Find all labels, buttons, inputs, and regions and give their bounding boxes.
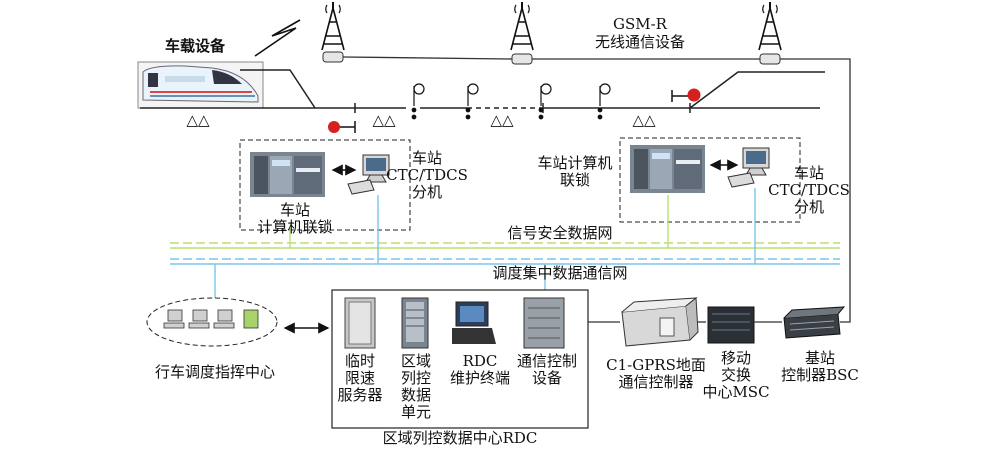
station-interlock-right-label: 车站计算机 联锁 <box>537 154 613 189</box>
c1-gprs-controller-icon <box>621 297 699 347</box>
trackside-transponders <box>411 83 611 120</box>
rdc-terminal-label: RDC 维护终端 <box>449 352 510 387</box>
area-control-unit-label: 区域 列控 数据 单元 <box>400 352 431 421</box>
dispatch-workstations <box>163 309 259 329</box>
interlock-cabinet-left <box>250 152 325 197</box>
red-signal-right <box>671 88 701 102</box>
gsmr-label: GSM-R <box>613 15 667 33</box>
dispatch-center-ellipse <box>146 297 278 347</box>
ctc-computer-right <box>727 147 770 188</box>
balise-1: △△ <box>186 111 210 129</box>
station-ctc-right-label: 车站 CTC/TDCS 分机 <box>768 164 850 216</box>
balise-3: △△ <box>490 111 514 129</box>
signal-safety-network-label: 信号安全数据网 <box>507 224 613 242</box>
station-box-left <box>239 139 411 231</box>
ctc-computer-left <box>347 154 390 195</box>
interlock-cabinet-right <box>630 145 705 193</box>
bsc-label: 基站 控制器BSC <box>781 349 859 384</box>
gsmr-device-label: 无线通信设备 <box>594 33 685 51</box>
comm-control-equipment-icon <box>523 297 565 349</box>
railway-track <box>140 69 825 113</box>
gsmr-backbone-line <box>342 56 851 323</box>
station-box-right <box>619 137 801 223</box>
bsc-icon <box>783 306 846 339</box>
dispatch-network-label: 调度集中数据通信网 <box>492 264 628 282</box>
msc-icon <box>707 306 755 344</box>
msc-label: 移动 交换 中心MSC <box>702 349 770 401</box>
rdc-terminal-icon <box>452 301 496 344</box>
area-control-unit-icon <box>401 297 429 349</box>
temp-speed-server-icon <box>344 297 376 349</box>
train-icon <box>137 61 264 109</box>
dispatch-data-network <box>170 188 840 298</box>
rdc-center-label: 区域列控数据中心RDC <box>382 429 538 447</box>
comm-control-label: 通信控制 设备 <box>516 352 577 387</box>
station-interlock-left-label: 车站 计算机联锁 <box>257 201 333 236</box>
station-ctc-left-label: 车站 CTC/TDCS 分机 <box>386 149 468 201</box>
vehicle-equipment-label: 车载设备 <box>164 37 225 55</box>
red-signal-left <box>328 121 356 133</box>
rdc-box <box>331 289 589 429</box>
temp-speed-server-label: 临时 限速 服务器 <box>337 352 383 404</box>
c1-gprs-label: C1-GPRS地面 通信控制器 <box>606 356 706 391</box>
dispatch-center-label: 行车调度指挥中心 <box>154 363 275 381</box>
radio-link-icon <box>254 19 301 57</box>
balise-4: △△ <box>632 111 656 129</box>
balise-2: △△ <box>372 111 396 129</box>
gsmr-tower-2 <box>510 2 534 65</box>
signal-safety-network <box>170 195 840 249</box>
gsmr-tower-3 <box>758 2 782 65</box>
gsmr-tower-1 <box>321 2 345 63</box>
